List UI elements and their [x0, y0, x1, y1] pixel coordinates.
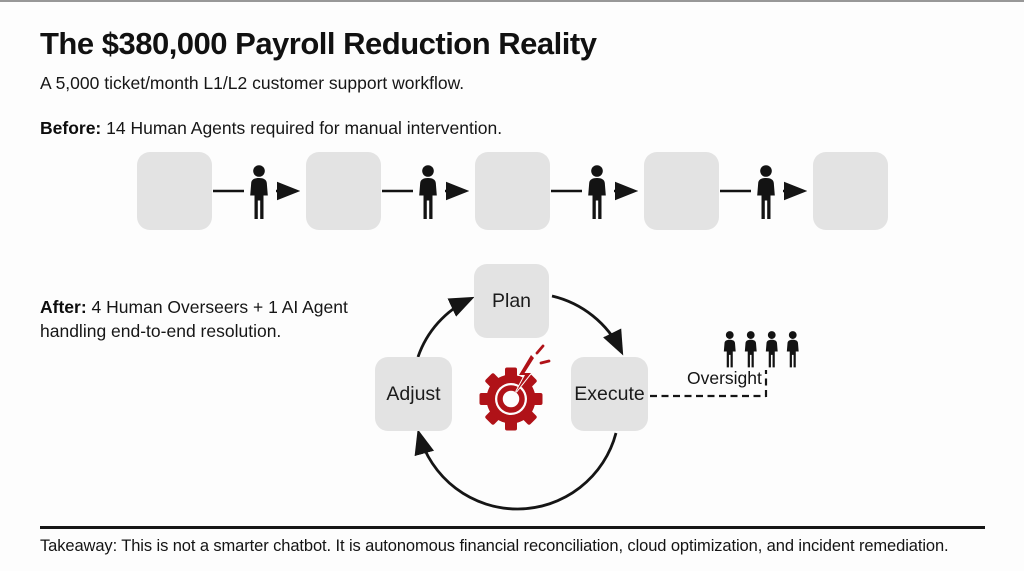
footer-divider [40, 526, 985, 529]
overseer-person-icon [744, 331, 757, 368]
takeaway-body: This is not a smarter chatbot. It is aut… [121, 537, 949, 555]
human-agent-icon [419, 165, 437, 219]
oversight-team-icons [721, 331, 802, 368]
workflow-step-box [813, 152, 888, 230]
flow-connector [213, 165, 301, 219]
arc-adjust-to-plan [416, 296, 475, 358]
cycle-step-plan: Plan [474, 264, 549, 338]
after-text: 4 Human Overseers + 1 AI Agent handling … [40, 297, 348, 341]
human-agent-icon [250, 165, 268, 219]
workflow-step-box [644, 152, 719, 230]
flow-connector [382, 165, 470, 219]
overseer-person-icon [723, 331, 736, 368]
before-label: Before: [40, 118, 102, 138]
before-flow [137, 152, 888, 230]
human-agent-icon [588, 165, 606, 219]
human-agent-icon [757, 165, 775, 219]
cycle-step-adjust: Adjust [375, 357, 452, 431]
lightning-bolt-icon [515, 353, 536, 393]
arc-plan-to-execute [551, 294, 624, 356]
after-caption: After: 4 Human Overseers + 1 AI Agent ha… [40, 295, 372, 343]
oversight-label: Oversight [687, 368, 762, 388]
arc-execute-to-adjust [414, 429, 618, 511]
overseer-person-icon [765, 331, 778, 368]
cycle-step-execute: Execute [571, 357, 648, 431]
before-text: 14 Human Agents required for manual inte… [106, 118, 503, 138]
after-label: After: [40, 297, 87, 317]
flow-connector [720, 165, 808, 219]
overseer-person-icon [786, 331, 799, 368]
page-title: The $380,000 Payroll Reduction Reality [40, 26, 597, 61]
workflow-step-box [137, 152, 212, 230]
gear-spark-icon [479, 344, 551, 431]
top-edge-line [0, 0, 1024, 2]
takeaway-text: Takeaway: This is not a smarter chatbot.… [40, 537, 949, 556]
page-subtitle: A 5,000 ticket/month L1/L2 customer supp… [40, 73, 465, 93]
takeaway-label: Takeaway: [40, 537, 118, 555]
before-caption: Before: 14 Human Agents required for man… [40, 118, 502, 139]
workflow-step-box [475, 152, 550, 230]
flow-connector [551, 165, 639, 219]
workflow-step-box [306, 152, 381, 230]
